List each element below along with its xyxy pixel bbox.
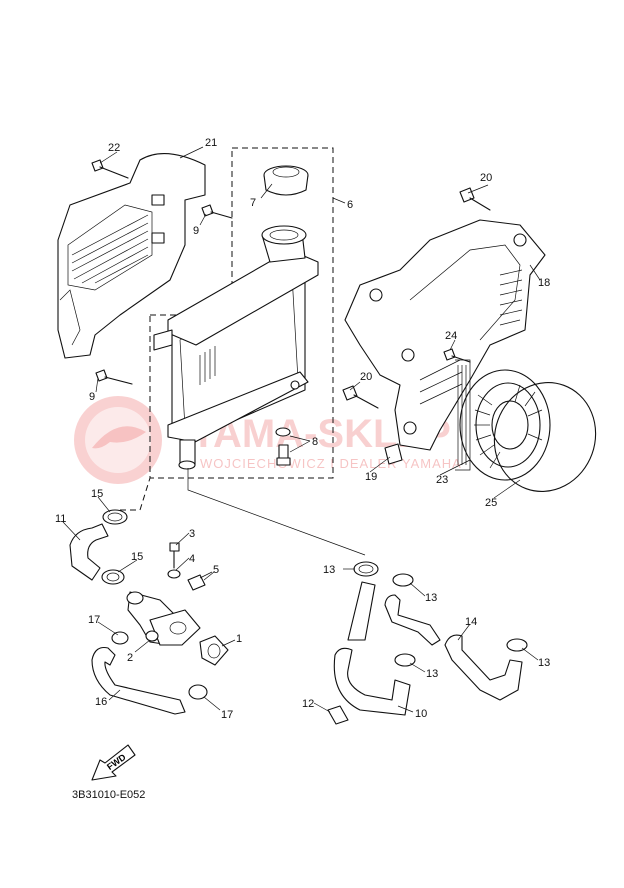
diagram-code: 3B31010-E052 [72, 789, 145, 801]
callout-13-d: 13 [538, 657, 550, 669]
bolt-20-upper [459, 187, 491, 211]
callout-3: 3 [189, 528, 195, 540]
callout-9-lower: 9 [89, 391, 95, 403]
callout-14: 14 [465, 616, 477, 628]
clamp-17-lower [188, 684, 208, 700]
callout-22: 22 [108, 142, 120, 154]
sensor-5 [187, 571, 213, 591]
callout-6: 6 [347, 199, 353, 211]
drain-bolt [275, 427, 291, 466]
callout-10: 10 [415, 708, 427, 720]
callout-13-b: 13 [425, 592, 437, 604]
callout-20-lower: 20 [360, 371, 372, 383]
callout-13-a: 13 [323, 564, 335, 576]
radiator-cap [263, 165, 309, 196]
callout-18: 18 [538, 277, 550, 289]
callout-9-upper: 9 [193, 225, 199, 237]
washer-4 [167, 569, 181, 579]
callout-15-upper: 15 [91, 488, 103, 500]
callout-7: 7 [250, 197, 256, 209]
screw-9-lower [95, 369, 133, 385]
callout-19: 19 [365, 471, 377, 483]
callout-23: 23 [436, 474, 448, 486]
callout-2: 2 [127, 652, 133, 664]
thermostat-1 [199, 635, 229, 666]
hose-10-upper [347, 581, 376, 641]
callout-21: 21 [205, 137, 217, 149]
clamp-13-b [392, 573, 414, 587]
callout-4: 4 [189, 553, 195, 565]
screw-22 [91, 159, 129, 179]
callout-11: 11 [55, 513, 66, 525]
bolt-20-lower [342, 385, 379, 409]
callout-24: 24 [445, 330, 457, 342]
hose-route-dash [120, 477, 151, 511]
leader-lines [62, 146, 541, 713]
hose-16 [91, 646, 186, 715]
clamp-15-lower [101, 569, 125, 585]
callout-25: 25 [485, 497, 497, 509]
bolt-24 [443, 348, 471, 363]
radiator-cover [57, 153, 206, 359]
fan-gasket [493, 382, 597, 492]
clamp-15-upper [102, 509, 128, 525]
hose-14 [444, 634, 523, 701]
clamp-13-a [353, 561, 379, 577]
callout-15-lower: 15 [131, 551, 143, 563]
callout-12: 12 [302, 698, 314, 710]
fwd-arrow-icon: FWD [91, 744, 136, 781]
clip-12 [327, 705, 349, 725]
callout-13-c: 13 [426, 668, 438, 680]
callout-20-upper: 20 [480, 172, 492, 184]
hose-10 [333, 647, 411, 716]
callout-1: 1 [236, 633, 242, 645]
radiator [153, 225, 319, 470]
hose-short [384, 594, 441, 646]
callout-17-upper: 17 [88, 614, 100, 626]
bolt-3 [169, 542, 180, 569]
hose-11 [69, 523, 109, 581]
thermostat-housing [126, 591, 201, 646]
callout-17-lower: 17 [221, 709, 233, 721]
watermark-subtitle: WOJCIECHOWICZ I DEALER YAMAHA [200, 456, 462, 471]
callout-16: 16 [95, 696, 107, 708]
callout-8: 8 [312, 436, 318, 448]
hose-route-line [187, 468, 366, 556]
radiator-assembly-box [149, 147, 334, 479]
clamp-17-upper [111, 631, 129, 645]
screw-9-upper [201, 204, 233, 219]
callout-5: 5 [213, 564, 219, 576]
